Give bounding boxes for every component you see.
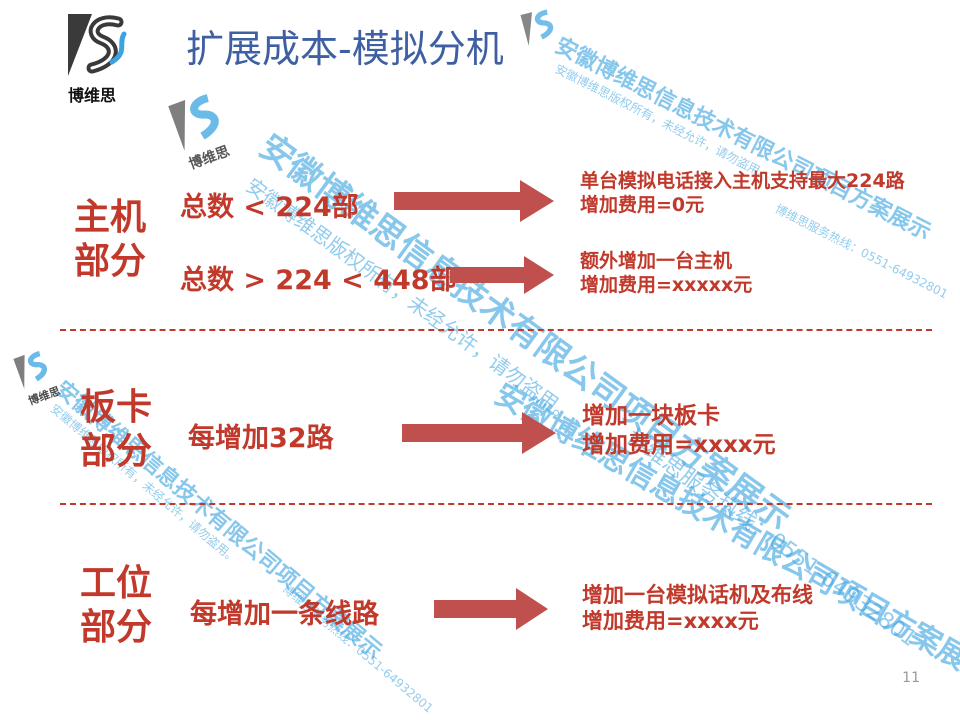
watermark-logo-mark-icon <box>13 351 48 390</box>
condition-board-1: 每增加32路 <box>188 423 334 454</box>
condition-host-1: 总数 < 224部 <box>180 192 359 223</box>
result-line1: 单台模拟电话接入主机支持最大224路 <box>580 170 905 192</box>
result-line1: 增加一台模拟话机及布线 <box>582 583 813 607</box>
company-logo: 博维思 <box>68 14 138 105</box>
section-label-host: 主机 部分 <box>74 196 164 284</box>
section-label-line1: 工位 <box>80 563 153 604</box>
watermark-logo-mark-icon <box>520 9 554 47</box>
section-label-line2: 部分 <box>80 431 153 472</box>
watermark-sub-2: 安徽博维思版权所有，未经允许，请勿盗用。 <box>552 61 773 184</box>
result-line2: 增加费用=xxxx元 <box>582 609 759 634</box>
company-logo-mark-icon <box>68 14 134 76</box>
page-number: 11 <box>902 670 920 686</box>
result-board-1: 增加一块板卡 增加费用=xxxx元 <box>582 402 776 460</box>
company-logo-text: 博维思 <box>68 86 117 105</box>
result-line2: 增加费用=0元 <box>580 193 705 216</box>
arrow-right-icon <box>402 412 556 454</box>
arrow-right-icon <box>394 180 554 222</box>
section-label-line2: 部分 <box>74 241 147 282</box>
result-host-2: 额外增加一台主机 增加费用=xxxxx元 <box>580 250 752 298</box>
result-seat-1: 增加一台模拟话机及布线 增加费用=xxxx元 <box>582 582 813 635</box>
watermark-logo-mark-icon <box>168 85 241 152</box>
result-line1: 额外增加一台主机 <box>580 250 733 272</box>
section-label-seat: 工位 部分 <box>80 562 170 650</box>
watermark-logo-3: 博维思 <box>13 341 77 408</box>
section-label-line1: 板卡 <box>80 387 153 428</box>
section-label-board: 板卡 部分 <box>80 386 170 474</box>
condition-seat-1: 每增加一条线路 <box>190 599 379 630</box>
result-line1: 增加一块板卡 <box>582 403 720 429</box>
page-title: 扩展成本-模拟分机 <box>186 27 504 71</box>
condition-host-2: 总数 > 224 < 448部 <box>180 265 457 296</box>
section-divider <box>60 329 932 331</box>
watermark-logo-1: 博维思 <box>168 82 258 173</box>
watermark-logo-2 <box>519 0 580 60</box>
result-host-1: 单台模拟电话接入主机支持最大224路 增加费用=0元 <box>580 170 905 218</box>
result-line2: 增加费用=xxxxx元 <box>580 273 753 296</box>
section-label-line1: 主机 <box>74 197 147 238</box>
section-divider <box>60 503 932 505</box>
arrow-right-icon <box>434 588 548 630</box>
result-line2: 增加费用=xxxx元 <box>582 431 776 458</box>
section-label-line2: 部分 <box>80 607 153 648</box>
arrow-right-icon <box>450 256 554 294</box>
